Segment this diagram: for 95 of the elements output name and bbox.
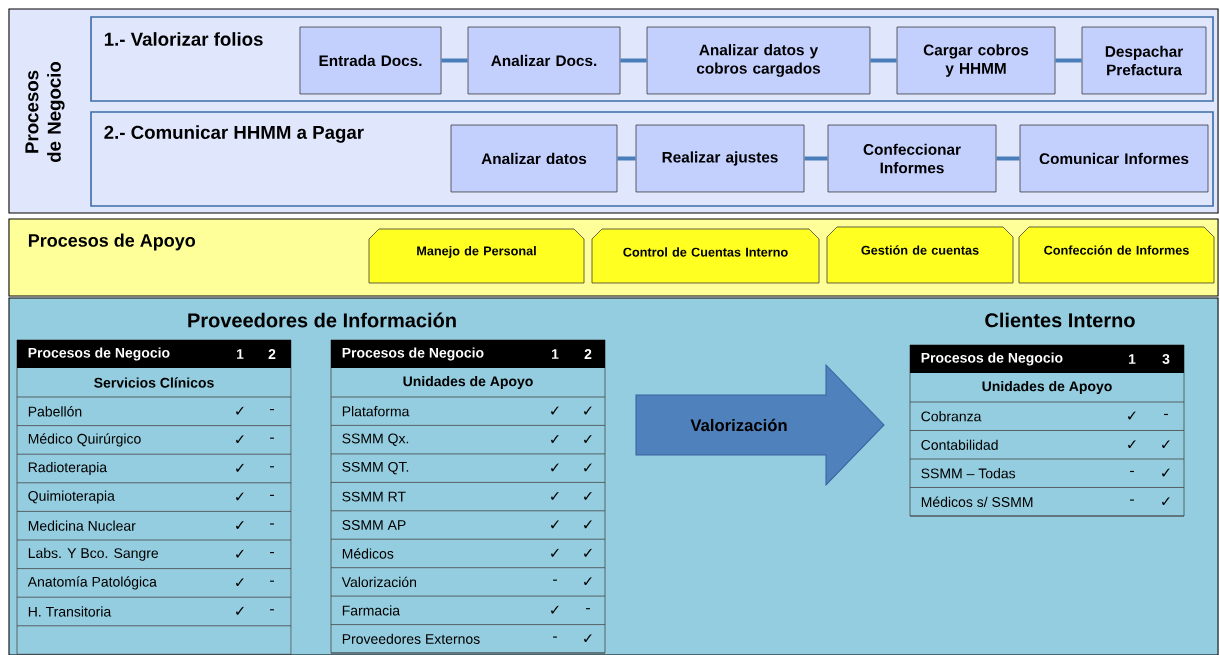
process-box: Confeccionar Informes (827, 124, 997, 193)
table-cell: ✓ (236, 492, 244, 501)
table-subheader: Servicios Clínicos (94, 377, 214, 388)
table-cell: SSMM – Todas (921, 468, 1016, 479)
table-cell: Médicos (342, 548, 394, 559)
table-cell: Pabellón (28, 406, 82, 417)
table-cell: Labs. Y Bco. Sangre (28, 547, 159, 561)
table-cell: H. Transitoria (28, 606, 112, 617)
table-subheader: Unidades de Apoyo (982, 380, 1112, 394)
table-cell: ✓ (551, 435, 559, 443)
table-cell: ✓ (236, 578, 244, 587)
process-box: Cargar cobros y HHMM (896, 26, 1056, 95)
table-cell: - (553, 579, 557, 581)
table-cell: - (270, 466, 274, 468)
table-cell: ✓ (584, 634, 592, 642)
connector (1055, 58, 1082, 63)
table-cell: - (1130, 470, 1134, 473)
table-cell: - (270, 523, 274, 525)
table-cell: ✓ (236, 549, 244, 558)
process-box: Realizar ajustes (635, 124, 805, 193)
connector (804, 156, 828, 161)
column-header: 2 (584, 349, 592, 359)
connector (441, 58, 468, 63)
process-box: Analizar datos (450, 124, 618, 193)
support-tab: Confección de Informes (1018, 226, 1215, 284)
table-cell: ✓ (584, 548, 592, 557)
table-cell: ✓ (584, 491, 592, 500)
support-tab: Gestión de cuentas (826, 226, 1014, 284)
table-cell: Plataforma (342, 406, 410, 417)
process-box: Analizar Docs. (467, 26, 621, 95)
table-cell: ✓ (1162, 468, 1170, 477)
table-cell: Médico Quirúrgico (28, 433, 141, 447)
connector (870, 58, 897, 63)
table-cell: ✓ (236, 435, 244, 444)
table-cell: - (270, 580, 274, 582)
table-cell: - (270, 494, 274, 496)
table-cell: Contabilidad (921, 439, 998, 450)
table-cell: SSMM RT (342, 491, 406, 502)
table-cell: ✓ (1162, 440, 1170, 448)
table-cell: Valorización (341, 576, 416, 588)
table-cell: ✓ (584, 577, 592, 586)
table-cell: ✓ (1128, 440, 1136, 448)
table-cell: - (270, 409, 274, 411)
table-cell: Médicos s/ SSMM (921, 496, 1033, 507)
column-header: Procesos de Negocio (28, 347, 170, 361)
table-cell: ✓ (551, 520, 559, 529)
table-cell: Farmacia (342, 605, 401, 616)
table-cell: SSMM AP (342, 520, 406, 530)
table-cell: - (1130, 499, 1134, 501)
table-cell: ✓ (551, 491, 559, 500)
table-cell: Proveedores Externos (342, 633, 480, 644)
table-cell: ✓ (236, 463, 244, 472)
table-cell: ✓ (584, 406, 592, 415)
table-cell: ✓ (236, 606, 244, 615)
table-cell: - (553, 636, 557, 638)
connector (617, 156, 636, 161)
column-header: Procesos de Negocio (921, 352, 1063, 366)
table-cell: - (586, 608, 590, 610)
table-cell: Cobranza (921, 411, 982, 422)
table-cell: Quimioterapia (28, 490, 115, 504)
table-cell: SSMM Qx. (342, 433, 409, 446)
table-cell: ✓ (236, 406, 244, 415)
table-cell: SSMM QT. (342, 461, 409, 475)
table-cell: ✓ (551, 463, 559, 472)
connector (996, 156, 1020, 161)
connector (620, 58, 647, 63)
column-header: 3 (1162, 354, 1170, 364)
column-header: 1 (1129, 354, 1136, 364)
table-cell: Anatomía Patológica (27, 576, 157, 590)
table-cell: Radioterapia (28, 461, 108, 475)
table-cell: ✓ (551, 406, 559, 415)
table-subheader: Unidades de Apoyo (403, 375, 533, 389)
table-cell: ✓ (551, 605, 559, 614)
support-tab: Control de Cuentas Interno (591, 228, 820, 284)
column-header: Procesos de Negocio (342, 347, 484, 361)
table-cell: ✓ (1162, 497, 1170, 505)
table-cell: ✓ (584, 520, 592, 529)
table-cell: - (270, 437, 274, 439)
column-header: 2 (268, 349, 276, 359)
support-tab: Manejo de Personal (368, 228, 585, 284)
process-box: Despachar Prefactura (1081, 26, 1207, 95)
table-cell: ✓ (236, 521, 244, 529)
table-cell: ✓ (551, 548, 559, 557)
table-cell: ✓ (1128, 411, 1136, 420)
table-cell: - (1164, 413, 1168, 416)
table-cell: - (270, 552, 274, 554)
column-header: 1 (552, 349, 559, 359)
process-box: Comunicar Informes (1019, 124, 1209, 193)
table-cell: Medicina Nuclear (28, 520, 136, 531)
process-box: Entrada Docs. (299, 26, 442, 95)
table-cell: - (270, 609, 274, 611)
table-cell: ✓ (584, 463, 592, 472)
column-header: 1 (237, 349, 244, 359)
table-cell: ✓ (584, 435, 592, 443)
process-box: Analizar datos y cobros cargados (646, 26, 871, 95)
